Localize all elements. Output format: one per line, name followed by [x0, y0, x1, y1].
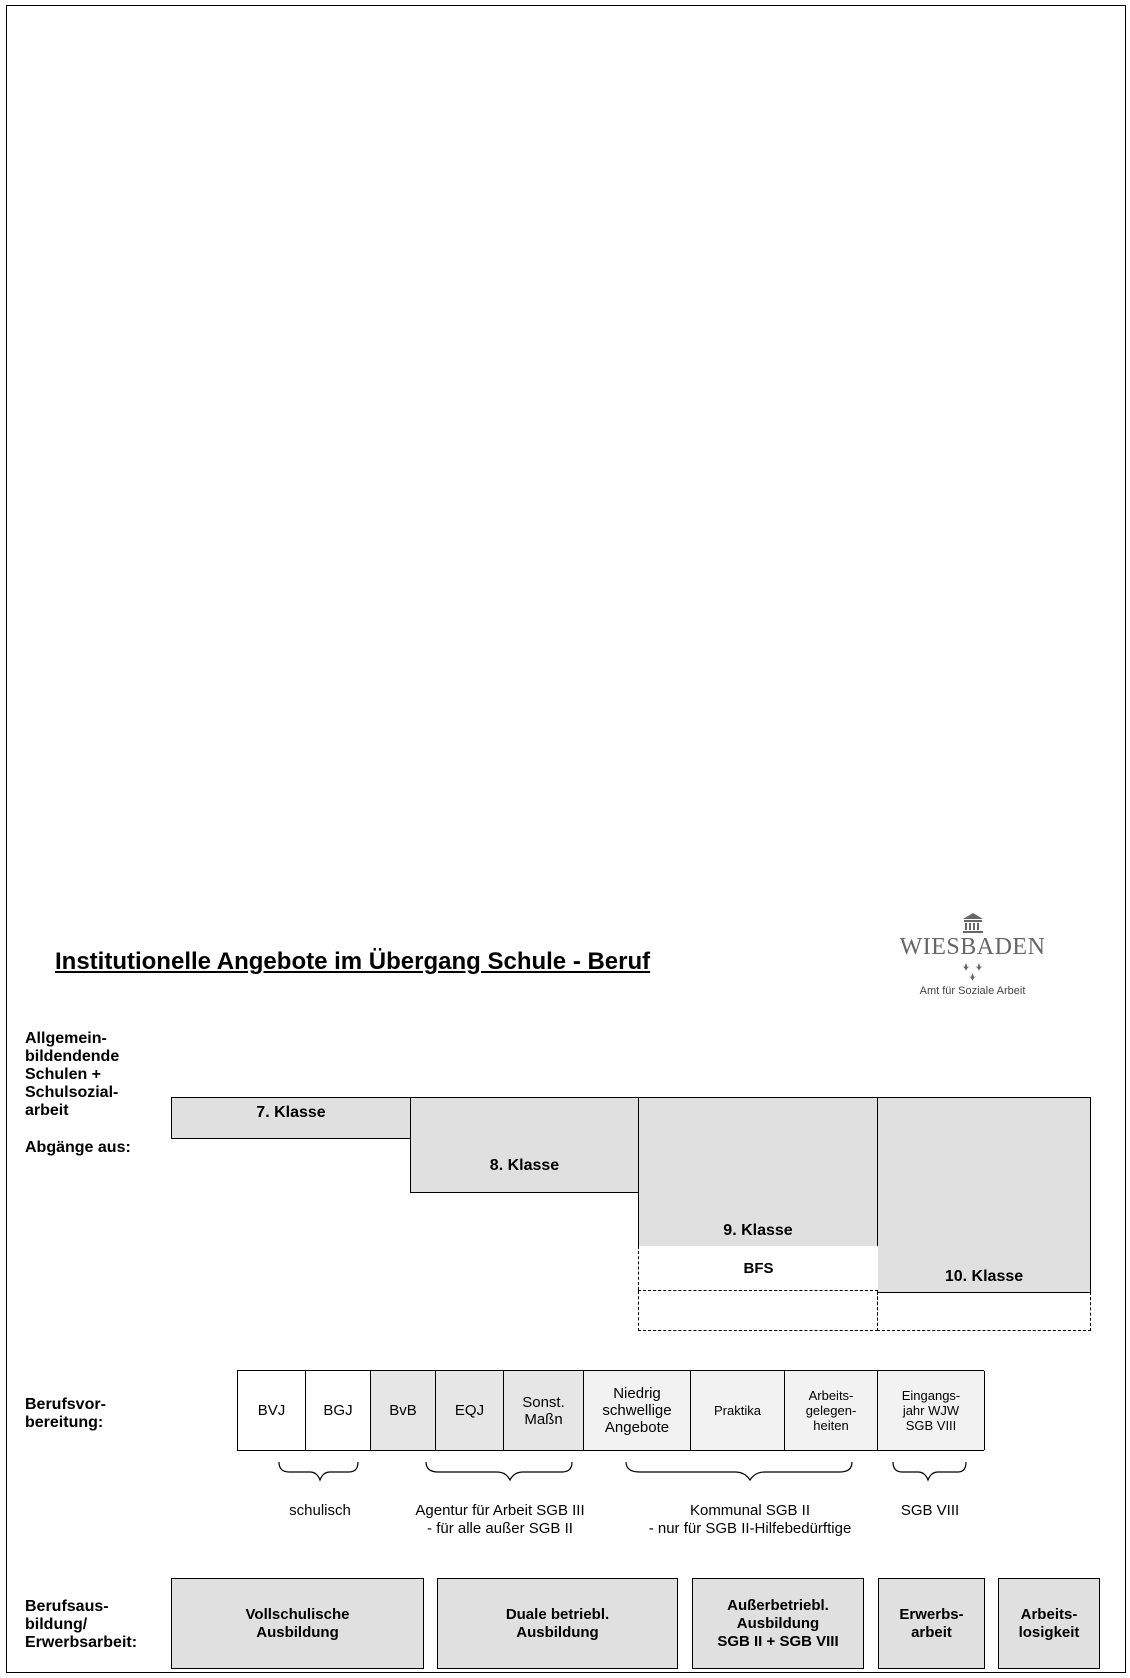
group-label-sgb8: SGB VIII	[900, 1502, 960, 1519]
class-7-box: 7. Klasse	[171, 1097, 411, 1139]
building-icon	[962, 913, 983, 933]
prep-cell-arbeitsgelegenheiten: Arbeits- gelegen- heiten	[785, 1371, 878, 1450]
page-title: Institutionelle Angebote im Übergang Sch…	[55, 948, 651, 975]
group-label-schulisch: schulisch	[289, 1502, 351, 1519]
bfs-dashed-area	[638, 1291, 878, 1331]
class-8-box: 8. Klasse	[410, 1097, 639, 1193]
outcomes-label: Berufsaus- bildung/ Erwerbsarbeit:	[25, 1598, 138, 1651]
group-braces	[278, 1461, 967, 1482]
prep-cell-bgj: BGJ	[306, 1371, 371, 1450]
prep-cell-eqj: EQJ	[436, 1371, 504, 1450]
outcome-arbeitslosigkeit: Arbeits- losigkeit	[998, 1578, 1100, 1669]
page-frame	[6, 5, 1126, 1673]
prep-cell-sonst: Sonst. Maßn	[504, 1371, 584, 1450]
prep-cell-niedrigschwellig: Niedrig schwellige Angebote	[584, 1371, 691, 1450]
prep-table: BVJ BGJ BvB EQJ Sonst. Maßn Niedrig schw…	[237, 1370, 985, 1451]
bfs-box: BFS	[638, 1246, 878, 1290]
schools-label: Allgemein- bildendende Schulen + Schulso…	[25, 1030, 120, 1119]
class-10-dashed-area	[877, 1292, 1091, 1331]
bfs-divider	[638, 1290, 878, 1291]
brace-schulisch	[278, 1461, 359, 1482]
class-10-box: 10. Klasse	[877, 1097, 1091, 1293]
wiesbaden-logo: WIESBADEN Amt für Soziale Arbeit	[880, 912, 1065, 997]
exits-label: Abgänge aus:	[25, 1139, 131, 1156]
outcome-dual: Duale betriebl. Ausbildung	[437, 1578, 678, 1669]
prep-label: Berufsvor- bereitung:	[25, 1396, 106, 1431]
prep-cell-bvb: BvB	[371, 1371, 436, 1450]
logo-wordmark: WIESBADEN	[899, 934, 1046, 960]
lilies-icon	[962, 963, 982, 981]
outcome-ausserbetrieblich: Außerbetriebl. Ausbildung SGB II + SGB V…	[692, 1578, 864, 1669]
class-9-box: 9. Klasse	[638, 1097, 878, 1247]
outcome-erwerbsarbeit: Erwerbs- arbeit	[878, 1578, 985, 1669]
brace-sgb8	[892, 1461, 967, 1482]
group-label-agentur: Agentur für Arbeit SGB III - für alle au…	[415, 1502, 585, 1537]
brace-agentur	[425, 1461, 573, 1482]
logo-subtitle: Amt für Soziale Arbeit	[919, 985, 1026, 997]
prep-cell-eingangsjahr: Eingangs- jahr WJW SGB VIII	[878, 1371, 985, 1450]
prep-cell-praktika: Praktika	[691, 1371, 785, 1450]
prep-cell-bvj: BVJ	[238, 1371, 306, 1450]
outcome-vollschulisch: Vollschulische Ausbildung	[171, 1578, 424, 1669]
brace-kommunal	[625, 1461, 853, 1482]
group-label-kommunal: Kommunal SGB II - nur für SGB II-Hilfebe…	[648, 1502, 852, 1537]
